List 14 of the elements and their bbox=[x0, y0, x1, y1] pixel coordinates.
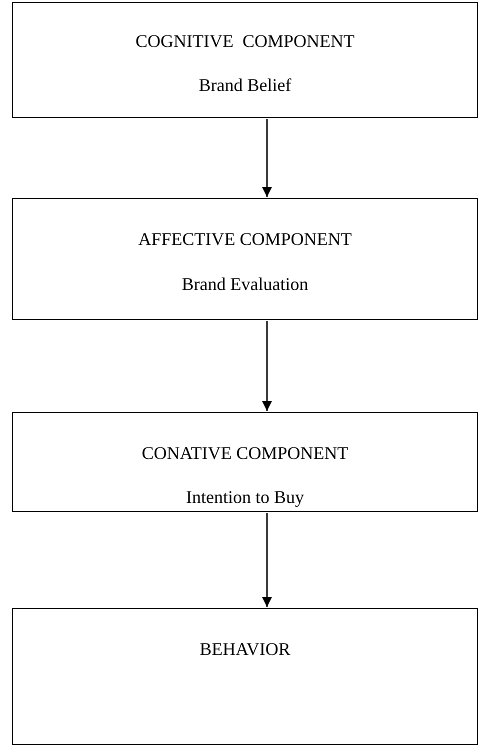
box-heading: COGNITIVE COMPONENT bbox=[134, 31, 356, 52]
process-box bbox=[12, 2, 478, 118]
box-heading: AFFECTIVE COMPONENT bbox=[137, 229, 353, 250]
process-box bbox=[12, 608, 478, 745]
box-subtitle: Intention to Buy bbox=[185, 487, 305, 508]
box-subtitle: Brand Evaluation bbox=[180, 274, 310, 295]
box-heading: BEHAVIOR bbox=[198, 639, 292, 660]
arrow bbox=[262, 513, 272, 607]
arrow bbox=[262, 119, 272, 197]
box-heading: CONATIVE COMPONENT bbox=[140, 443, 350, 464]
box-subtitle: Brand Belief bbox=[198, 75, 292, 96]
arrow bbox=[262, 321, 272, 411]
process-box bbox=[12, 412, 478, 512]
process-box bbox=[12, 198, 478, 320]
